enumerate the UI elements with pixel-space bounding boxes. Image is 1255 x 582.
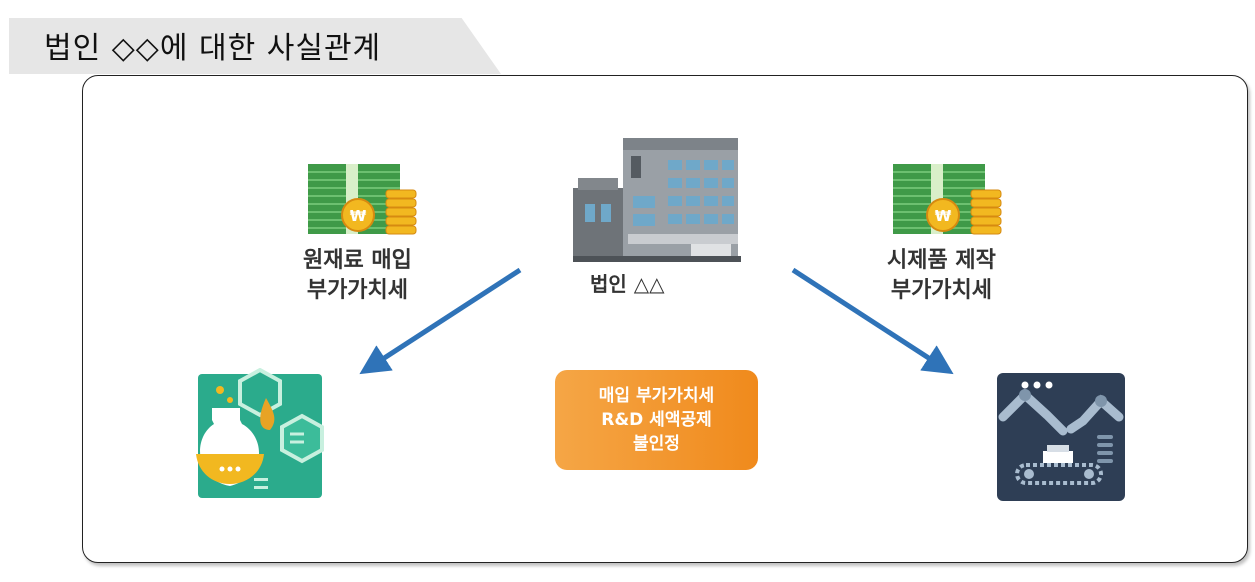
note-line2: R&D 세액공제 (601, 410, 712, 430)
money-icon: ₩ (308, 164, 417, 235)
left-label: 원재료 매입 부가가치세 (303, 246, 412, 306)
factory-robot-icon (997, 373, 1125, 501)
svg-text:₩: ₩ (350, 207, 367, 225)
money-icon: ₩ (893, 164, 1002, 235)
svg-text:₩: ₩ (935, 207, 952, 225)
building-icon (573, 138, 741, 262)
title-tab (9, 18, 501, 74)
right-label-line2: 부가가치세 (890, 278, 993, 303)
company-label: 법인 △△ (590, 272, 665, 296)
note-line1: 매입 부가가치세 (598, 386, 715, 406)
left-label-line2: 부가가치세 (306, 278, 409, 303)
page-title: 법인 ◇◇에 대한 사실관계 (44, 31, 382, 66)
chemistry-icon (196, 368, 324, 498)
right-label-line1: 시제품 제작 (887, 248, 996, 273)
note-line3: 불인정 (633, 434, 680, 454)
note-box: 매입 부가가치세 R&D 세액공제 불인정 (555, 370, 758, 470)
right-label: 시제품 제작 부가가치세 (887, 246, 996, 306)
left-label-line1: 원재료 매입 (303, 248, 412, 273)
